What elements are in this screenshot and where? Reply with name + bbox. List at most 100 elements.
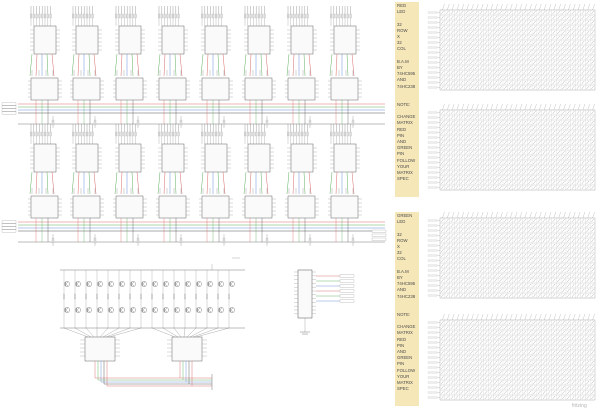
transistor-collector bbox=[197, 281, 201, 285]
led-icon bbox=[547, 320, 551, 325]
led-icon bbox=[499, 40, 502, 45]
led-icon bbox=[470, 165, 473, 170]
resistor-icon bbox=[123, 131, 126, 137]
led-icon bbox=[547, 278, 551, 283]
led-icon bbox=[508, 115, 512, 120]
led-icon bbox=[542, 30, 546, 35]
led-icon bbox=[513, 350, 517, 355]
led-icon bbox=[552, 60, 556, 65]
led-icon bbox=[455, 395, 459, 400]
led-icon bbox=[508, 248, 512, 253]
led-icon bbox=[499, 238, 502, 243]
led-icon bbox=[479, 125, 483, 130]
transistor-icon bbox=[141, 281, 147, 287]
led-icon bbox=[581, 65, 585, 70]
led-icon bbox=[547, 238, 551, 243]
led-icon bbox=[581, 320, 585, 325]
led-icon bbox=[465, 140, 468, 145]
led-icon bbox=[576, 390, 580, 395]
led-icon bbox=[591, 253, 594, 258]
led-icon bbox=[586, 25, 590, 30]
led-icon bbox=[489, 45, 493, 50]
led-icon bbox=[513, 233, 517, 238]
led-icon bbox=[499, 345, 502, 350]
led-icon bbox=[528, 350, 531, 355]
led-icon bbox=[508, 45, 512, 50]
led-icon bbox=[499, 180, 502, 185]
led-icon bbox=[547, 15, 551, 20]
led-icon bbox=[445, 238, 449, 243]
led-icon bbox=[489, 350, 493, 355]
led-icon bbox=[518, 155, 522, 160]
led-icon bbox=[562, 145, 565, 150]
led-icon bbox=[513, 25, 517, 30]
led-icon bbox=[499, 325, 502, 330]
led-icon bbox=[581, 330, 585, 335]
transistor-icon bbox=[218, 307, 224, 313]
led-icon bbox=[537, 390, 541, 395]
pin-line bbox=[451, 211, 455, 219]
led-icon bbox=[508, 140, 512, 145]
led-icon bbox=[528, 390, 531, 395]
led-icon bbox=[460, 155, 464, 160]
led-icon bbox=[460, 370, 464, 375]
led-icon bbox=[460, 125, 464, 130]
led-icon bbox=[489, 320, 493, 325]
led-icon bbox=[455, 390, 459, 395]
led-icon bbox=[571, 165, 575, 170]
led-icon bbox=[571, 75, 575, 80]
led-icon bbox=[586, 258, 590, 263]
note-line: PIN bbox=[397, 342, 405, 348]
resistor-icon bbox=[228, 293, 230, 300]
note-line: 32 bbox=[397, 40, 402, 46]
led-icon bbox=[513, 345, 517, 350]
led-icon bbox=[513, 223, 517, 228]
row-label bbox=[427, 146, 438, 149]
led-icon bbox=[489, 55, 493, 60]
led-icon bbox=[533, 40, 536, 45]
note-line: X bbox=[397, 34, 400, 40]
led-icon bbox=[445, 223, 449, 228]
led-icon bbox=[591, 70, 594, 75]
pin-line bbox=[544, 211, 547, 219]
led-icon bbox=[441, 218, 444, 223]
transistor-icon bbox=[108, 307, 114, 313]
resistor-icon bbox=[287, 13, 290, 19]
led-icon bbox=[455, 85, 459, 90]
led-icon bbox=[460, 288, 464, 293]
led-icon bbox=[542, 160, 546, 165]
resistor-icon bbox=[80, 13, 83, 19]
led-icon bbox=[562, 185, 565, 190]
led-icon bbox=[479, 370, 483, 375]
led-icon bbox=[484, 223, 488, 228]
pin-line bbox=[592, 103, 595, 111]
led-icon bbox=[465, 165, 468, 170]
led-icon bbox=[450, 293, 454, 298]
led-icon bbox=[567, 185, 570, 190]
net-label bbox=[1, 111, 17, 115]
led-icon bbox=[586, 20, 590, 25]
led-icon bbox=[542, 85, 546, 90]
led-icon bbox=[499, 55, 502, 60]
pin-line bbox=[524, 103, 527, 111]
led-icon bbox=[562, 175, 565, 180]
led-icon bbox=[547, 160, 551, 165]
note-line: MATRIX bbox=[397, 170, 413, 176]
pin-line bbox=[587, 103, 590, 111]
led-icon bbox=[450, 75, 454, 80]
led-icon bbox=[528, 365, 531, 370]
transistor-emitter bbox=[76, 283, 80, 287]
led-icon bbox=[562, 365, 565, 370]
transistor-collector bbox=[153, 281, 157, 285]
led-icon bbox=[508, 385, 512, 390]
led-icon bbox=[567, 170, 570, 175]
signal-wire bbox=[308, 53, 312, 77]
led-icon bbox=[518, 125, 522, 130]
led-icon bbox=[484, 25, 488, 30]
led-icon bbox=[542, 10, 546, 15]
led-icon bbox=[479, 278, 483, 283]
pin-line bbox=[514, 211, 518, 219]
led-icon bbox=[547, 283, 551, 288]
led-icon bbox=[508, 110, 512, 115]
led-icon bbox=[513, 243, 517, 248]
